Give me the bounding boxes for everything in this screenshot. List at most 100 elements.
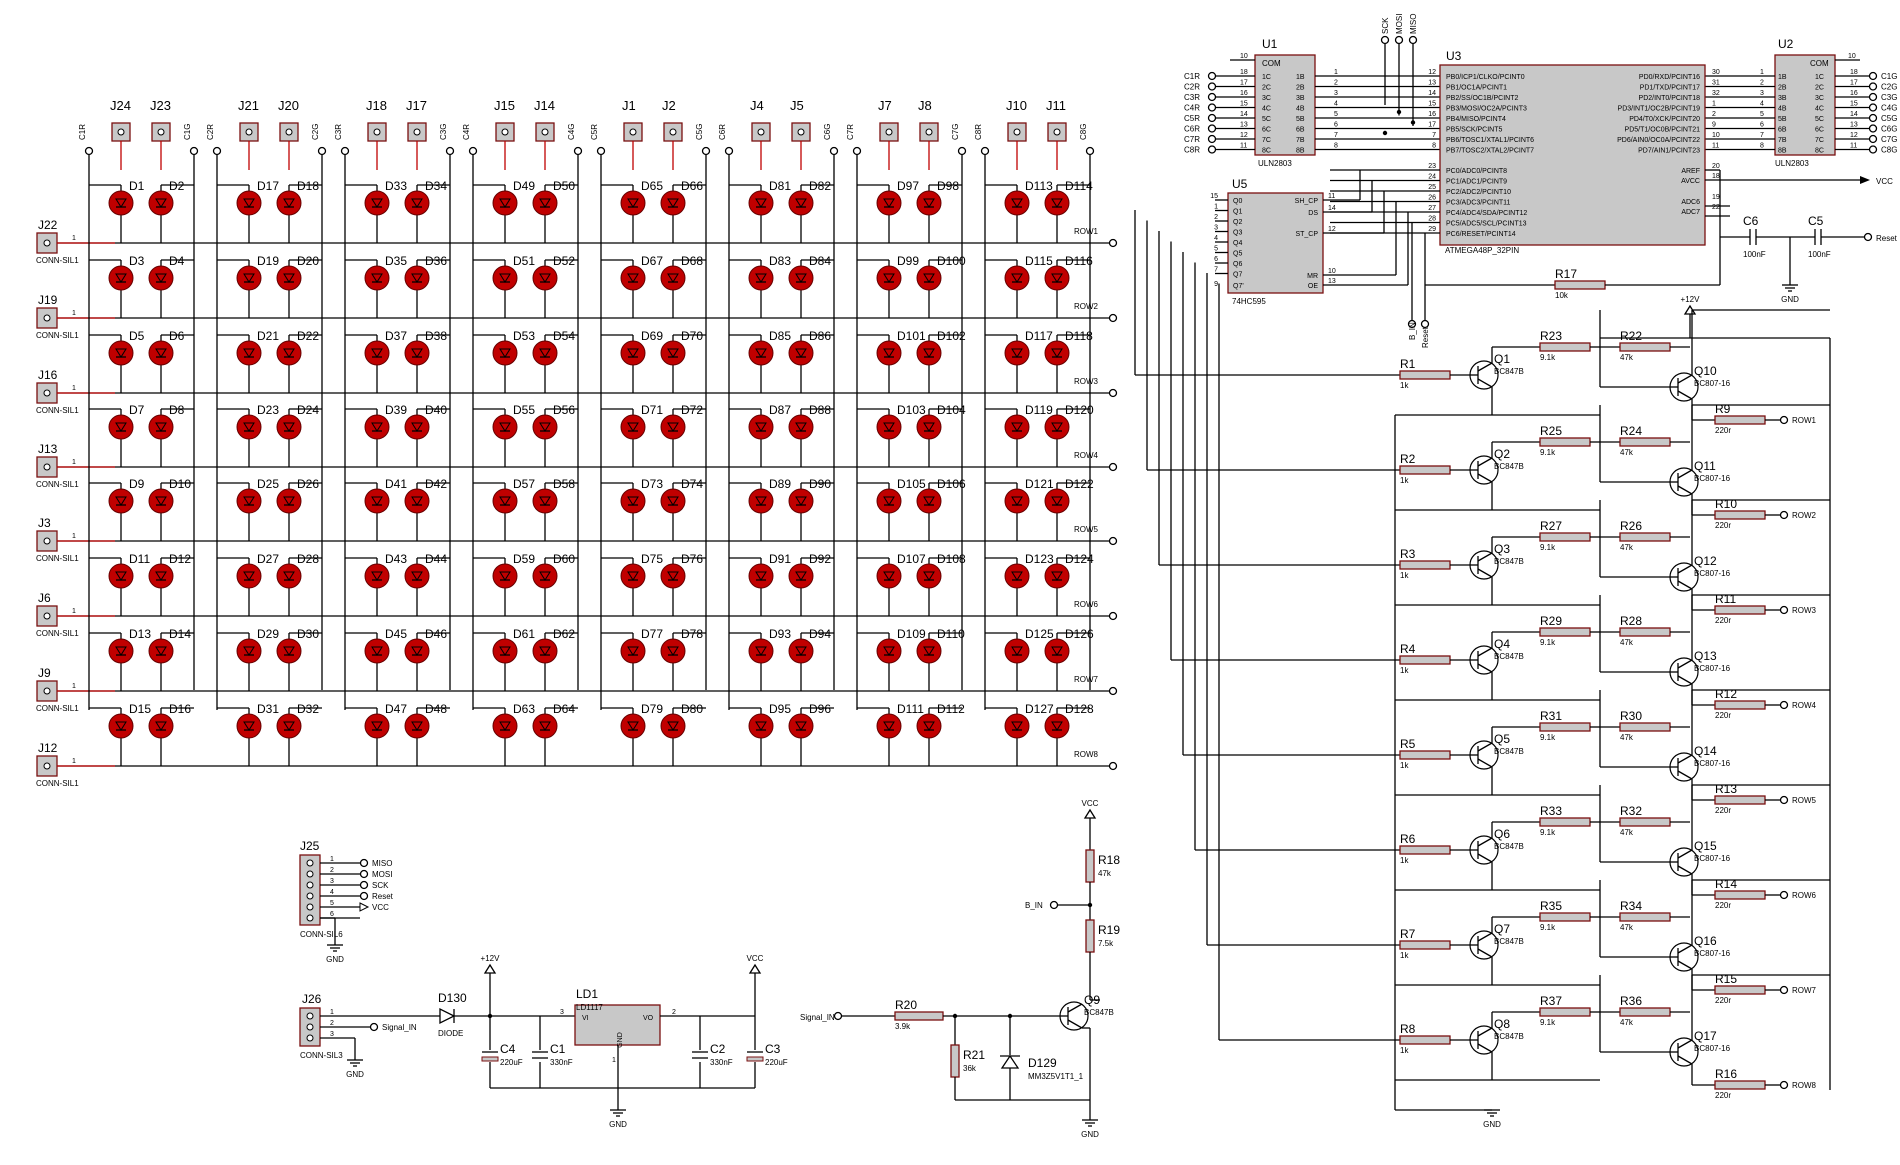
led-triangle [115,571,127,581]
wire [1677,659,1693,669]
led-name: D27 [257,552,279,566]
led-name: D44 [425,552,447,566]
pin-number: 13 [1328,278,1336,285]
led-triangle [371,348,383,358]
isp-net-label: SCK [372,881,389,890]
led [660,638,686,664]
pin-number: 15 [1210,193,1218,200]
resistor-name: R33 [1540,804,1562,818]
led [148,488,174,514]
capacitor-value: 220uF [500,1058,523,1067]
led-triangle [243,646,255,656]
spi-net-label: SCK [1381,17,1390,34]
u3-type: ATMEGA48P_32PIN [1445,246,1519,255]
led [916,713,942,739]
pin-number: 10 [1712,132,1720,139]
supply-label: +12V [481,954,501,963]
terminal [1207,124,1217,133]
transistor-value: BC847B [1084,1008,1114,1017]
signal-in-label: Signal_IN [800,1013,835,1022]
resistor-name: R15 [1715,972,1737,986]
ld1-pin-name: VO [643,1015,654,1022]
led [748,190,774,216]
u1-pin-name: 4C [1262,106,1271,113]
led [148,340,174,366]
pin-number: 1 [1760,69,1764,76]
u1-pin-name: 2C [1262,85,1271,92]
led-name: D33 [385,179,407,193]
wire [1477,362,1493,372]
column-jumper-name: J5 [790,98,804,113]
u1-pin-name: 6C [1262,127,1271,134]
led-name: D42 [425,477,447,491]
pin-number: 7 [1432,132,1436,139]
terminal [1779,985,1789,995]
led-name: D89 [769,477,791,491]
led-name: D68 [681,254,703,268]
column-jumper-name: J10 [1006,98,1027,113]
terminal [1868,113,1878,123]
led-name: D35 [385,254,407,268]
pin-number: 1 [612,1057,616,1064]
led [876,265,902,291]
led-name: D52 [553,254,575,268]
led-name: D108 [937,552,966,566]
resistor-name: R32 [1620,804,1642,818]
led-name: D26 [297,477,319,491]
u2-net-label: C1G [1881,72,1897,81]
led-name: D64 [553,702,575,716]
transistor-value: BC847B [1494,652,1524,661]
led [788,414,814,440]
led [1004,340,1030,366]
resistor-body [1399,465,1451,475]
reset-label: Reset [1876,234,1898,243]
led-name: D41 [385,477,407,491]
resistor-name: R19 [1098,923,1120,937]
u3-pin-name: PD3/INT1/OC2B/PCINT19 [1618,106,1701,113]
led [492,563,518,589]
pin-number: 5 [1334,111,1338,118]
led-triangle [923,198,935,208]
terminal [1779,795,1789,805]
u2-pin-name: 5C [1815,116,1824,123]
pin-number: 8 [1432,143,1436,150]
led-triangle [795,422,807,432]
u3-pin-name: PC1/ADC1/PCINT9 [1446,179,1507,186]
resistor-value: 1k [1400,381,1409,390]
pin-number: 11 [1712,143,1719,150]
terminal [212,146,222,156]
led-triangle [883,198,895,208]
resistor-body [1619,722,1671,732]
led [236,265,262,291]
pin-number: 17 [1428,122,1436,129]
isp-pin-hole [306,892,314,900]
terminal [1207,92,1217,102]
u1-pin-name: 5C [1262,116,1271,123]
led-triangle [923,422,935,432]
led-triangle [115,198,127,208]
pin-number: 1 [72,385,76,392]
led-name: D101 [897,329,926,343]
led [108,638,134,664]
led-triangle [667,198,679,208]
led-triangle [1051,422,1063,432]
column-jumper-hole [1053,128,1061,136]
column-jumper-name: J20 [278,98,299,113]
led [788,713,814,739]
led-name: D8 [169,403,185,417]
led [364,713,390,739]
resistor-name: R13 [1715,782,1737,796]
led-triangle [667,348,679,358]
u1-net-label: C1R [1184,72,1200,81]
pin-number: 1 [72,235,76,242]
row-output-label: ROW5 [1792,796,1817,805]
led-triangle [539,646,551,656]
led-name: D46 [425,627,447,641]
led [276,638,302,664]
led-name: D83 [769,254,791,268]
led-triangle [755,721,767,731]
terminal [1779,510,1789,520]
led [276,563,302,589]
u5-name: U5 [1232,177,1248,191]
led [404,414,430,440]
